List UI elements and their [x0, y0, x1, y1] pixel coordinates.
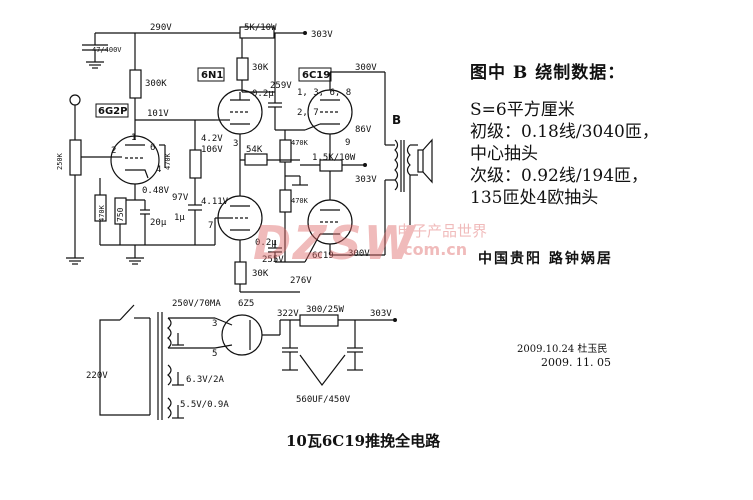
- label-259v: 259V: [270, 81, 292, 91]
- label-20u: 20μ: [150, 218, 167, 228]
- label-470k-a: 470K: [291, 139, 309, 147]
- label-cap-47: 47/400V: [92, 46, 122, 54]
- label-5-5v-0-9a: 5.5V/0.9A: [180, 400, 229, 410]
- date-revision: 2009. 11. 05: [541, 356, 611, 369]
- label-470k-b: 470K: [291, 197, 309, 205]
- label-0-2u-a: 0.2μ: [252, 89, 274, 99]
- label-4-2v: 4.2V: [201, 134, 223, 144]
- label-276v: 276V: [290, 276, 312, 286]
- label-303v-top: 303V: [311, 30, 333, 40]
- tube-6c19-upper: [304, 72, 353, 165]
- input-section: [66, 94, 110, 265]
- label-322v: 322V: [277, 309, 299, 319]
- label-470k-d: 470K: [98, 204, 106, 222]
- label-54k: 54K: [246, 145, 263, 155]
- driver-coupling: [126, 120, 202, 265]
- label-0-48v: 0.48V: [142, 186, 170, 196]
- label-106v: 106V: [201, 145, 223, 155]
- diagram-caption: 10瓦6C19推挽全电路: [286, 432, 441, 450]
- author-location: 中国贵阳 路钟娲居: [478, 251, 613, 267]
- pin-6: 6: [150, 143, 155, 153]
- pin-7-6n1: 7: [208, 221, 213, 231]
- power-supply: [99, 304, 397, 420]
- pin-5-psu: 5: [212, 349, 217, 359]
- label-300v: 300V: [355, 63, 377, 73]
- tube-6n1: [195, 89, 300, 293]
- pin-3-psu: 3: [212, 319, 217, 329]
- tube-label-6g2p: 6G2P: [98, 106, 127, 117]
- output-transformer: [385, 138, 433, 225]
- tube-label-6c19-lower: 6C19: [312, 251, 334, 261]
- watermark-logo: DZSW: [253, 216, 417, 270]
- label-6-3v-2a: 6.3V/2A: [186, 375, 225, 385]
- label-97v: 97V: [172, 193, 189, 203]
- watermark-subtitle: 电子产品世界: [397, 222, 488, 240]
- tube-6g2p: [94, 135, 166, 246]
- label-86v: 86V: [355, 125, 372, 135]
- label-560uf: 560UF/450V: [296, 395, 351, 405]
- tube-label-6n1: 6N1: [201, 70, 223, 81]
- label-303v-mid: 303V: [355, 175, 377, 185]
- notes-line-2: 初级：0.18线/3040匝，: [470, 122, 659, 142]
- label-4-11v: 4.11V: [201, 197, 229, 207]
- pin-2: 2: [111, 146, 116, 156]
- bplus-wiring: [82, 26, 386, 145]
- date-author: 2009.10.24 杜玉民: [517, 344, 608, 355]
- label-pins-1368: 1, 3, 6, 8: [297, 88, 351, 98]
- label-300v-b: 300V: [348, 249, 370, 259]
- label-30k-a: 30K: [252, 63, 269, 73]
- winding-notes: 图中 B 绕制数据： S=6平方厘米 初级：0.18线/3040匝， 中心抽头 …: [470, 58, 740, 209]
- label-220v: 220V: [86, 371, 108, 381]
- label-300-25w: 300/25W: [306, 305, 345, 315]
- notes-line-5: 135匝处4欧抽头: [470, 188, 599, 208]
- pin-4: 4: [156, 165, 161, 175]
- notes-line-3: 中心抽头: [470, 144, 538, 164]
- tube-label-6z5: 6Z5: [238, 299, 254, 309]
- label-750: 750: [116, 207, 125, 222]
- notes-line-1: S=6平方厘米: [470, 100, 575, 120]
- label-101v: 101V: [147, 109, 169, 119]
- watermark-domain: .com.cn: [397, 240, 468, 259]
- pin-3-6n1: 3: [233, 139, 238, 149]
- label-transformer-b: B: [392, 113, 401, 127]
- label-290v: 290V: [150, 23, 172, 33]
- watermark: DZSW 电子产品世界 .com.cn: [245, 216, 510, 278]
- label-255v: 255V: [262, 255, 284, 265]
- label-5k-resistor: 5K/10W: [244, 23, 277, 33]
- label-470k-c: 470K: [164, 152, 172, 170]
- label-250v-70ma: 250V/70MA: [172, 299, 221, 309]
- label-0-2u-b: 0.2μ: [255, 238, 277, 248]
- schematic-labels: 290V 5K/10W 303V 47/400V 300K 6N1 30K 25…: [56, 23, 401, 410]
- pin-9: 9: [345, 138, 350, 148]
- label-1u: 1μ: [174, 213, 185, 223]
- pin-1: 1: [131, 133, 136, 143]
- label-303v-psu: 303V: [370, 309, 392, 319]
- interstage-caps: [240, 92, 308, 263]
- cathode-bias: [300, 159, 367, 172]
- notes-line-4: 次级：0.92线/194匝，: [470, 166, 649, 186]
- label-pins-27: 2, 7: [297, 108, 319, 118]
- label-30k-b: 30K: [252, 269, 269, 279]
- label-1-5k: 1.5K/10W: [312, 153, 356, 163]
- notes-title: 图中 B 绕制数据：: [470, 63, 626, 83]
- label-250k: 250K: [56, 152, 64, 170]
- tube-6c19-lower: [304, 165, 386, 263]
- tube-label-6c19-upper: 6C19: [302, 70, 330, 81]
- label-300k: 300K: [145, 79, 167, 89]
